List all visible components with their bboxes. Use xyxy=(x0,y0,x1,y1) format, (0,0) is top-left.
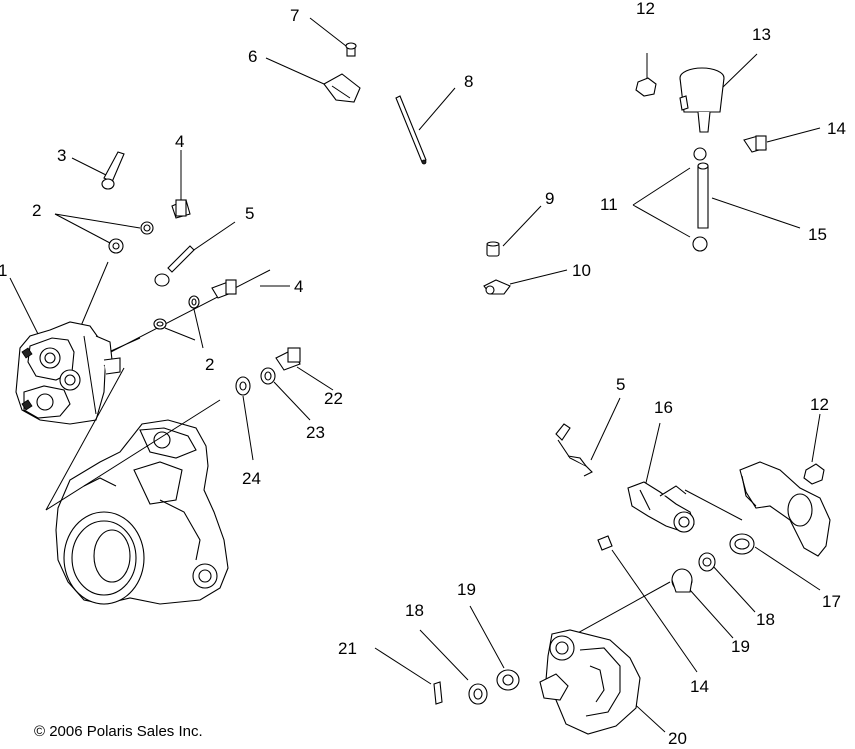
callout-22: 22 xyxy=(324,389,343,408)
callout-9: 9 xyxy=(545,189,554,208)
callout-18-right: 18 xyxy=(756,610,775,629)
callout-4-middle: 4 xyxy=(294,277,303,296)
callout-12-top: 12 xyxy=(636,0,655,18)
callout-1: 1 xyxy=(0,261,7,280)
callout-24: 24 xyxy=(242,469,261,488)
callout-5-left: 5 xyxy=(245,204,254,223)
callout-18-left: 18 xyxy=(405,601,424,620)
small-parts-9-10 xyxy=(483,241,511,295)
callout-6: 6 xyxy=(248,47,257,66)
reservoir-group xyxy=(635,67,767,252)
callout-17: 17 xyxy=(822,592,841,611)
callout-19-left: 19 xyxy=(457,580,476,599)
callout-23: 23 xyxy=(306,423,325,442)
callout-2-lower: 2 xyxy=(205,355,214,374)
callout-19-right: 19 xyxy=(731,637,750,656)
callout-7: 7 xyxy=(290,6,299,25)
callout-10: 10 xyxy=(572,261,591,280)
callout-14-bottom: 14 xyxy=(690,677,709,696)
top-middle-parts xyxy=(323,42,427,165)
callout-20: 20 xyxy=(668,729,687,744)
callout-16: 16 xyxy=(654,398,673,417)
master-cylinder-bracket xyxy=(555,423,831,593)
callout-5-right: 5 xyxy=(616,375,625,394)
callout-11: 11 xyxy=(600,195,618,214)
callout-15: 15 xyxy=(808,225,827,244)
callout-4-upper: 4 xyxy=(175,132,184,151)
callout-21: 21 xyxy=(338,639,357,658)
callout-2-upper: 2 xyxy=(32,201,41,220)
caliper-assembly xyxy=(15,321,121,425)
callout-8: 8 xyxy=(464,72,473,91)
copyright-notice: © 2006 Polaris Sales Inc. xyxy=(34,723,203,740)
knuckle-housing xyxy=(45,367,229,605)
leader-lines xyxy=(9,17,821,733)
brake-pedal-group xyxy=(433,629,641,735)
callout-12-right: 12 xyxy=(810,395,829,414)
callout-13: 13 xyxy=(752,25,771,44)
callout-3: 3 xyxy=(57,146,66,165)
left-fasteners xyxy=(101,151,301,396)
callout-14-top: 14 xyxy=(827,119,846,138)
